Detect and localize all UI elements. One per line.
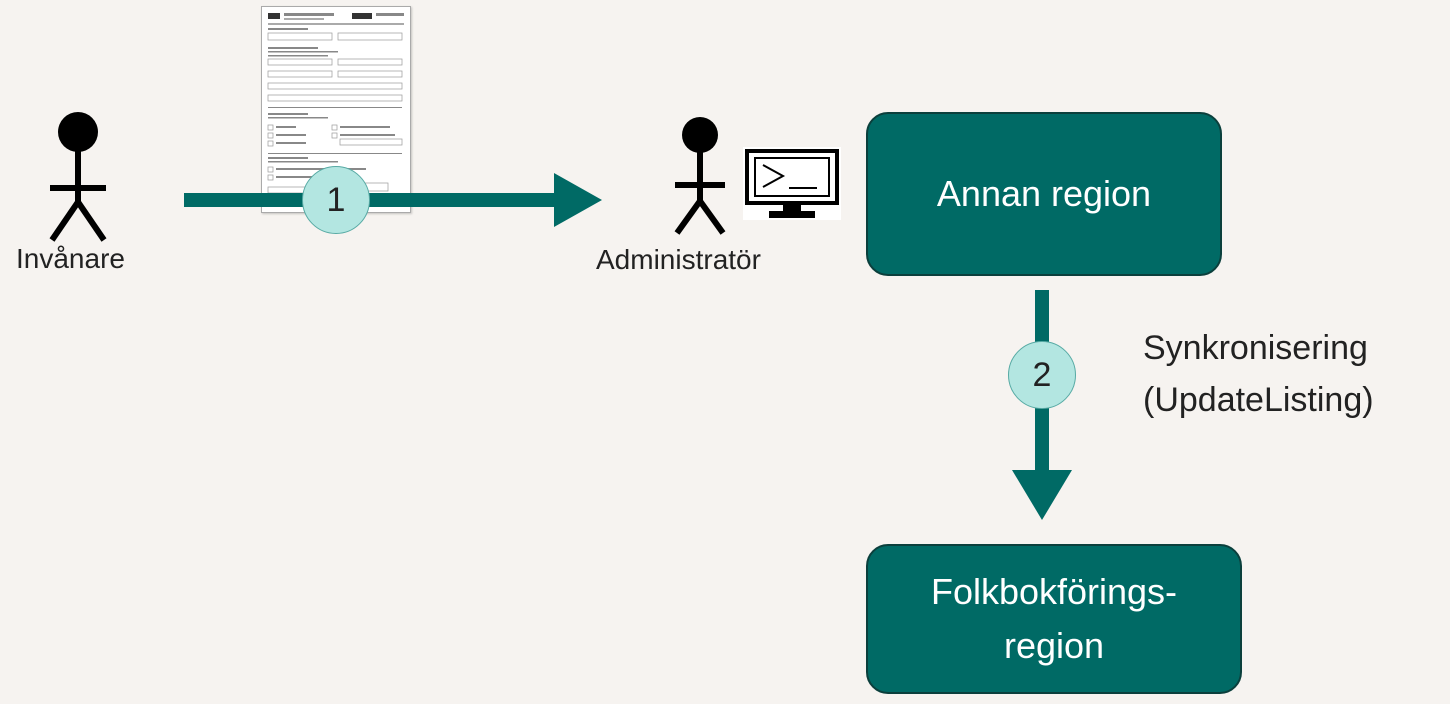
step-1-arrow bbox=[184, 173, 602, 227]
other-region-label: Annan region bbox=[936, 173, 1152, 214]
other-region-box: Annan region bbox=[866, 112, 1222, 276]
citizen-label: Invånare bbox=[16, 243, 125, 274]
admin-label: Administratör bbox=[596, 244, 761, 275]
terminal-monitor-icon bbox=[743, 147, 841, 220]
sync-label: Synkronisering (UpdateListing) bbox=[1143, 322, 1374, 426]
sync-label-line2: (UpdateListing) bbox=[1143, 381, 1374, 419]
registry-region-label-line2: region bbox=[1003, 625, 1105, 666]
registry-region-box: Folkbokförings- region bbox=[866, 544, 1242, 694]
citizen-stick-figure-icon bbox=[49, 112, 107, 242]
admin-stick-figure-icon bbox=[674, 117, 726, 235]
sync-label-line1: Synkronisering bbox=[1143, 329, 1368, 367]
step-1-badge: 1 bbox=[302, 166, 370, 234]
step-2-badge: 2 bbox=[1008, 341, 1076, 409]
registry-region-label-line1: Folkbokförings- bbox=[930, 571, 1178, 612]
